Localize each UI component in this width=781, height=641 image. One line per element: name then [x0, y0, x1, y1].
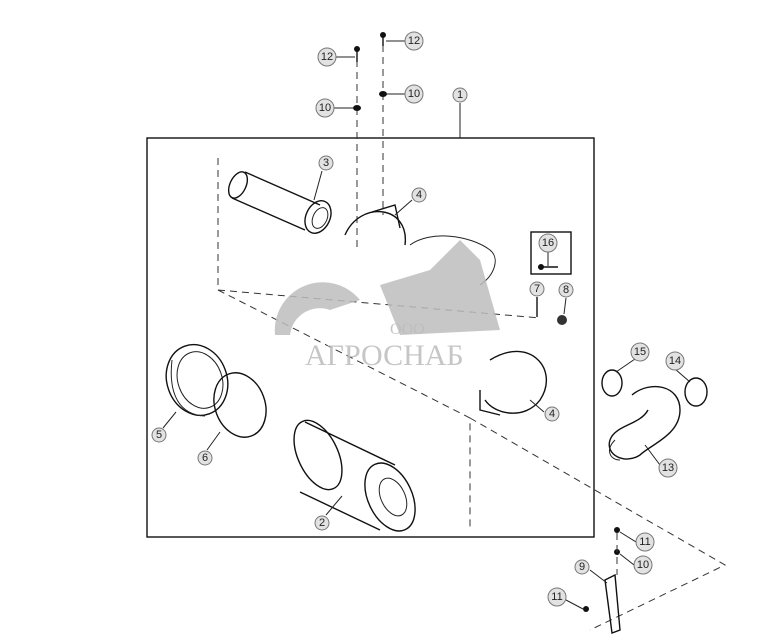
svg-text:9: 9	[579, 561, 585, 573]
svg-text:10: 10	[319, 102, 331, 114]
detail-box-16	[530, 231, 572, 275]
watermark-name: АГРОСНАБ	[305, 339, 464, 372]
assembly-frame	[146, 137, 595, 538]
leader-lines	[162, 40, 691, 610]
callout-11b: 11	[547, 587, 567, 607]
callout-14: 14	[665, 351, 685, 371]
callout-12b: 12	[404, 31, 424, 51]
callout-15: 15	[630, 342, 650, 362]
outer-filter	[293, 419, 416, 532]
callout-13: 13	[658, 458, 678, 478]
svg-text:14: 14	[669, 355, 681, 367]
hose-assembly	[601, 369, 708, 461]
clamp-bottom	[479, 350, 547, 416]
svg-text:16: 16	[542, 237, 554, 249]
svg-text:15: 15	[634, 346, 646, 358]
watermark-logo: ООО АГРОСНАБ	[274, 240, 500, 372]
callout-4a: 4	[411, 187, 427, 203]
svg-text:6: 6	[202, 452, 208, 464]
callout-9: 9	[574, 559, 590, 575]
callout-10b: 10	[315, 98, 335, 118]
callout-11a: 11	[635, 532, 655, 552]
callout-3: 3	[318, 155, 334, 171]
svg-text:2: 2	[319, 517, 325, 529]
clamp-top	[344, 204, 496, 286]
svg-text:4: 4	[549, 408, 555, 420]
svg-text:4: 4	[416, 189, 422, 201]
svg-text:1: 1	[457, 89, 463, 101]
svg-text:12: 12	[408, 35, 420, 47]
o-ring	[213, 372, 267, 438]
inner-filter	[227, 171, 332, 234]
svg-text:7: 7	[534, 283, 540, 295]
svg-text:12: 12	[321, 51, 333, 63]
callout-5: 5	[151, 427, 167, 443]
callout-7: 7	[529, 281, 545, 297]
end-cover	[165, 343, 229, 417]
callout-1: 1	[452, 87, 468, 103]
svg-text:11: 11	[639, 536, 650, 548]
svg-text:13: 13	[662, 462, 674, 474]
bracket	[583, 527, 621, 634]
callout-10a: 10	[404, 84, 424, 104]
callout-16: 16	[538, 233, 558, 253]
svg-text:8: 8	[563, 284, 569, 296]
callout-12a: 12	[317, 47, 337, 67]
svg-text:10: 10	[637, 559, 649, 571]
callout-2: 2	[314, 515, 330, 531]
callout-4b: 4	[544, 406, 560, 422]
svg-text:10: 10	[408, 88, 420, 100]
bolts-top	[353, 32, 387, 111]
svg-text:3: 3	[323, 157, 329, 169]
callout-8: 8	[558, 282, 574, 298]
callout-6: 6	[197, 450, 213, 466]
svg-text:11: 11	[551, 591, 562, 603]
svg-text:5: 5	[156, 429, 162, 441]
watermark-prefix: ООО	[390, 321, 425, 338]
callout-10c: 10	[633, 555, 653, 575]
